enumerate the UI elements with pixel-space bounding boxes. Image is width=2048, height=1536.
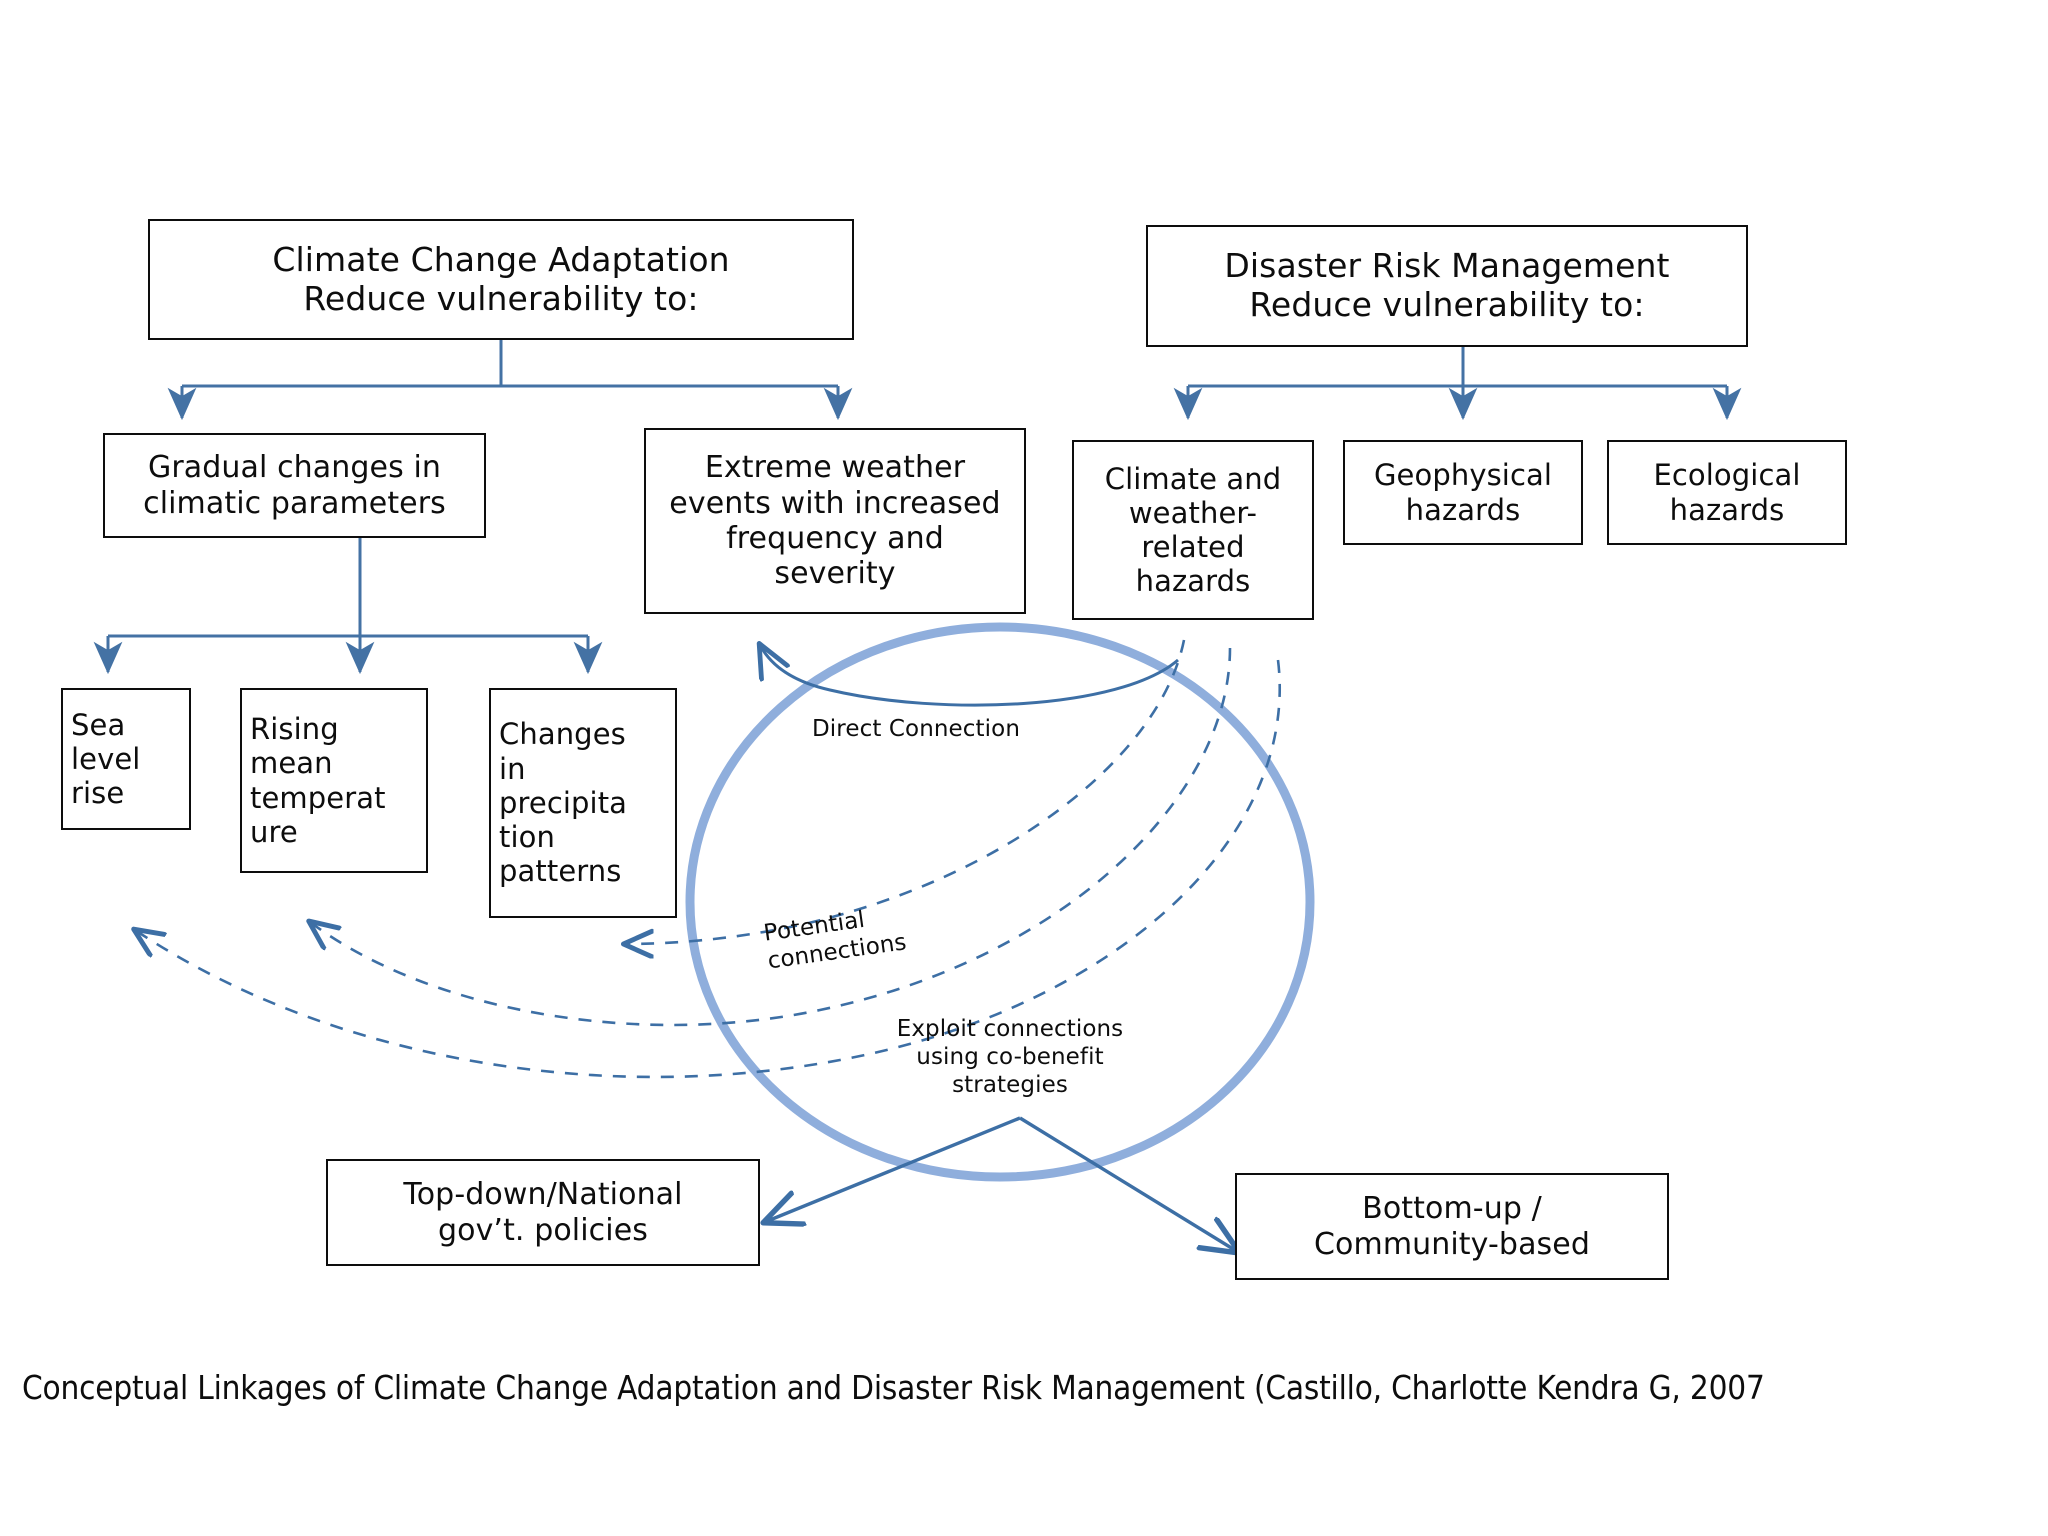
node-changes-precipitation[interactable]: Changes in precipita tion patterns (489, 688, 677, 918)
direct-connection-arrow (760, 645, 1179, 707)
node-bottom-up-community[interactable]: Bottom-up / Community-based (1235, 1173, 1669, 1280)
node-top-down-policies-label: Top-down/National gov’t. policies (403, 1177, 683, 1248)
node-gradual-changes-label: Gradual changes in climatic parameters (143, 450, 446, 521)
node-rising-mean-temperature[interactable]: Rising mean temperat ure (240, 688, 428, 873)
node-gradual-changes[interactable]: Gradual changes in climatic parameters (103, 433, 486, 538)
co-benefit-circle (685, 622, 1315, 1182)
node-sea-level-rise-label: Sea level rise (71, 707, 141, 811)
annotation-direct-connection: Direct Connection (811, 716, 1020, 742)
node-ecological-hazards-label: Ecological hazards (1653, 458, 1801, 527)
node-sea-level-rise[interactable]: Sea level rise (61, 688, 191, 830)
gradual-changes-connectors (93, 538, 603, 675)
node-climate-weather-hazards-label: Climate and weather- related hazards (1104, 461, 1282, 599)
node-geophysical-hazards[interactable]: Geophysical hazards (1343, 440, 1583, 545)
node-rising-mean-temperature-label: Rising mean temperat ure (250, 712, 386, 849)
node-bottom-up-community-label: Bottom-up / Community-based (1314, 1191, 1590, 1262)
node-changes-precipitation-label: Changes in precipita tion patterns (499, 717, 628, 889)
node-drm-header[interactable]: Disaster Risk Management Reduce vulnerab… (1146, 225, 1748, 347)
strategy-arrows (765, 1116, 1238, 1252)
potential-connection-arrows (135, 639, 1281, 1079)
node-ecological-hazards[interactable]: Ecological hazards (1607, 440, 1847, 545)
node-climate-weather-hazards[interactable]: Climate and weather- related hazards (1072, 440, 1314, 620)
annotation-exploit-connections: Exploit connections using co-benefit str… (896, 1016, 1124, 1099)
node-drm-header-label: Disaster Risk Management Reduce vulnerab… (1224, 246, 1670, 324)
drm-connectors (1173, 347, 1742, 421)
cca-connectors (167, 340, 853, 421)
node-cca-header[interactable]: Climate Change Adaptation Reduce vulnera… (148, 219, 854, 340)
node-extreme-weather[interactable]: Extreme weather events with increased fr… (644, 428, 1026, 614)
node-extreme-weather-label: Extreme weather events with increased fr… (669, 450, 1001, 592)
node-cca-header-label: Climate Change Adaptation Reduce vulnera… (272, 239, 730, 318)
figure-caption: Conceptual Linkages of Climate Change Ad… (22, 1368, 1765, 1407)
node-top-down-policies[interactable]: Top-down/National gov’t. policies (326, 1159, 760, 1266)
node-geophysical-hazards-label: Geophysical hazards (1373, 458, 1553, 527)
